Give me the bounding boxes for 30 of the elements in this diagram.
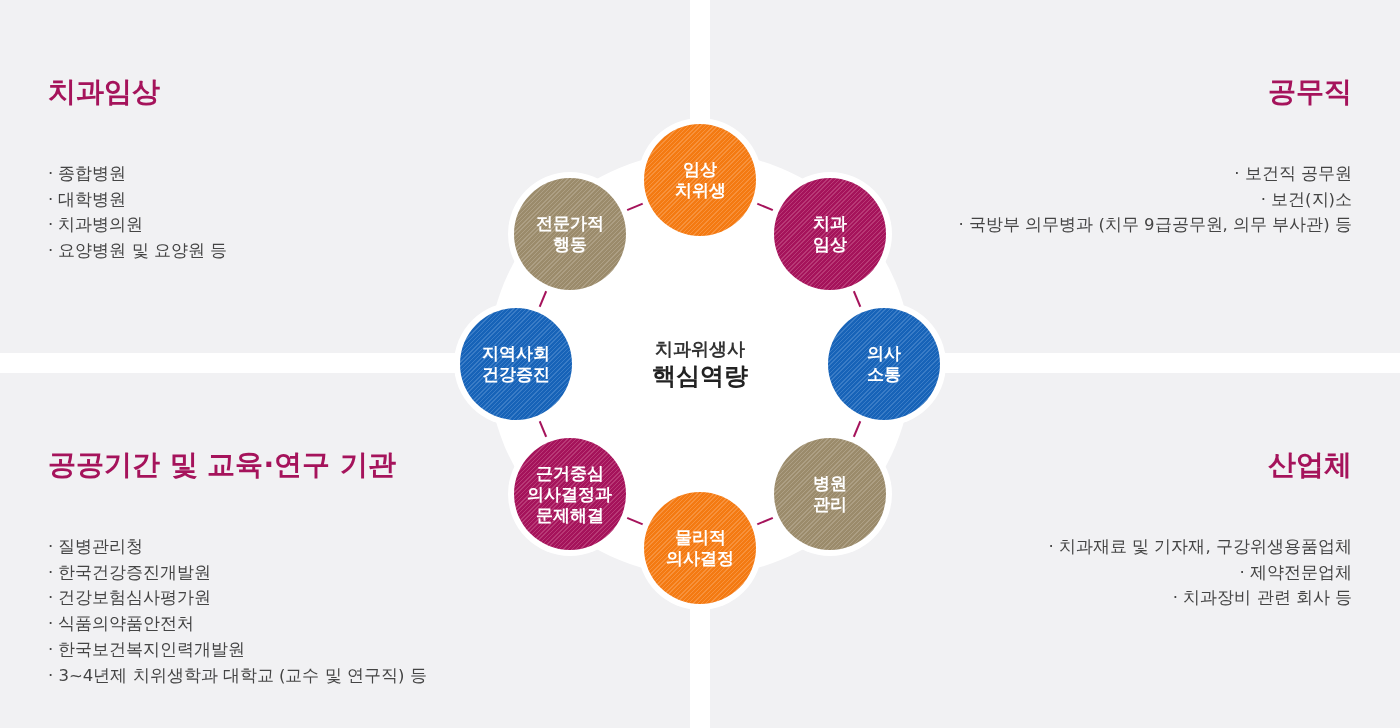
list-item: · 치과병의원: [48, 214, 144, 237]
circle-label: 근거중심 의사결정과 문제해결: [527, 462, 613, 526]
list-item: · 요양병원 및 요양원 등: [48, 240, 228, 263]
list-item: · 대학병원: [48, 188, 127, 211]
list-item: · 건강보험심사평가원: [48, 587, 212, 610]
circle-label: 지역사회 건강증진: [482, 343, 550, 385]
list-item: · 3~4년제 치위생학과 대학교 (교수 및 연구직) 등: [48, 664, 427, 687]
circle-label: 전문가적 행동: [535, 212, 604, 255]
circle-label: 물리적 의사결정: [666, 527, 734, 569]
list-item: · 치과장비 관련 회사 등: [1172, 587, 1352, 610]
quadrant-heading: 공무직: [1268, 74, 1352, 110]
list-item: · 한국보건복지인력개발원: [48, 638, 246, 661]
list-item: · 보건(지)소: [1260, 188, 1352, 211]
list-item: · 제약전문업체: [1239, 561, 1352, 584]
list-item: · 치과재료 및 기자재, 구강위생용품업체: [1048, 536, 1352, 558]
list-item: · 보건직 공무원: [1234, 163, 1352, 185]
circle-label: 의사 소통: [867, 343, 901, 385]
list-item: · 질병관리청: [48, 536, 144, 558]
quadrant-heading: 치과임상: [48, 74, 160, 110]
circle-label: 병원 관리: [813, 473, 848, 516]
hub-title: 핵심역량: [652, 361, 748, 391]
list-item: · 국방부 의무병과 (치무 9급공무원, 의무 부사관) 등: [958, 214, 1352, 237]
circle-label: 임상 치위생: [674, 159, 726, 201]
quadrant-heading: 공공기간 및 교육·연구 기관: [48, 447, 396, 483]
list-item: · 한국건강증진개발원: [48, 561, 212, 584]
list-item: · 종합병원: [48, 163, 127, 185]
list-item: · 식품의약품안전처: [48, 613, 195, 636]
quadrant-heading: 산업체: [1268, 447, 1352, 483]
hub-subtitle: 치과위생사: [655, 337, 745, 361]
circle-label: 치과 임상: [813, 212, 848, 255]
